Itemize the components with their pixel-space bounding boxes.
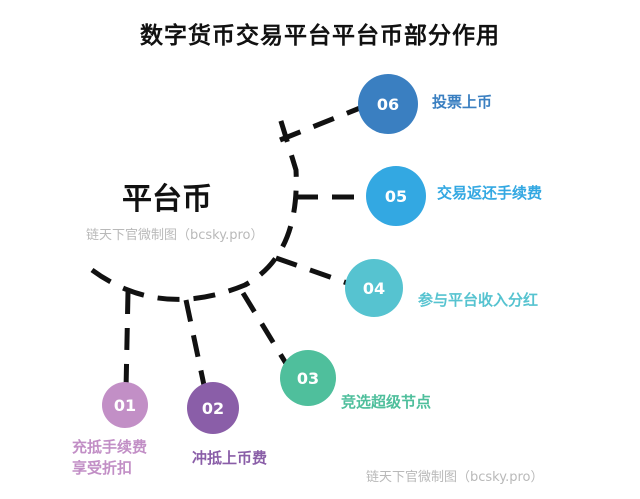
node-03-circle: 03	[280, 350, 336, 406]
node-02-circle: 02	[187, 382, 239, 434]
node-03-label: 竞选超级节点	[341, 393, 432, 411]
node-05-label: 交易返还手续费	[437, 184, 543, 202]
node-01-label-line1: 充抵手续费	[72, 438, 148, 456]
node-06-circle: 06	[358, 74, 418, 134]
center-label: 平台币	[122, 182, 212, 217]
node-01-circle: 01	[102, 382, 148, 428]
watermark: 链天下官微制图（bcsky.pro）	[366, 470, 544, 485]
diagram-title: 数字货币交易平台平台币部分作用	[140, 22, 500, 49]
branch-06	[279, 105, 361, 143]
branch-04	[275, 255, 351, 287]
node-05-circle: 05	[366, 166, 426, 226]
node-02-label: 冲抵上币费	[192, 449, 268, 467]
node-number: 01	[113, 395, 137, 415]
branch-03	[240, 291, 293, 372]
node-04-label: 参与平台收入分红	[418, 291, 539, 309]
watermark: 链天下官微制图（bcsky.pro）	[86, 228, 264, 243]
node-number: 03	[296, 368, 320, 388]
branch-01	[123, 291, 131, 391]
node-01-label-line2: 享受折扣	[72, 459, 133, 477]
node-number: 06	[376, 94, 400, 114]
node-number: 05	[384, 186, 408, 206]
node-number: 04	[362, 278, 386, 298]
branch-02	[183, 299, 208, 391]
node-01-label: 充抵手续费 享受折扣	[72, 437, 147, 479]
node-06-label: 投票上币	[432, 93, 493, 111]
spine-curve	[90, 117, 299, 302]
node-04-circle: 04	[345, 259, 403, 317]
node-number: 02	[201, 398, 225, 418]
